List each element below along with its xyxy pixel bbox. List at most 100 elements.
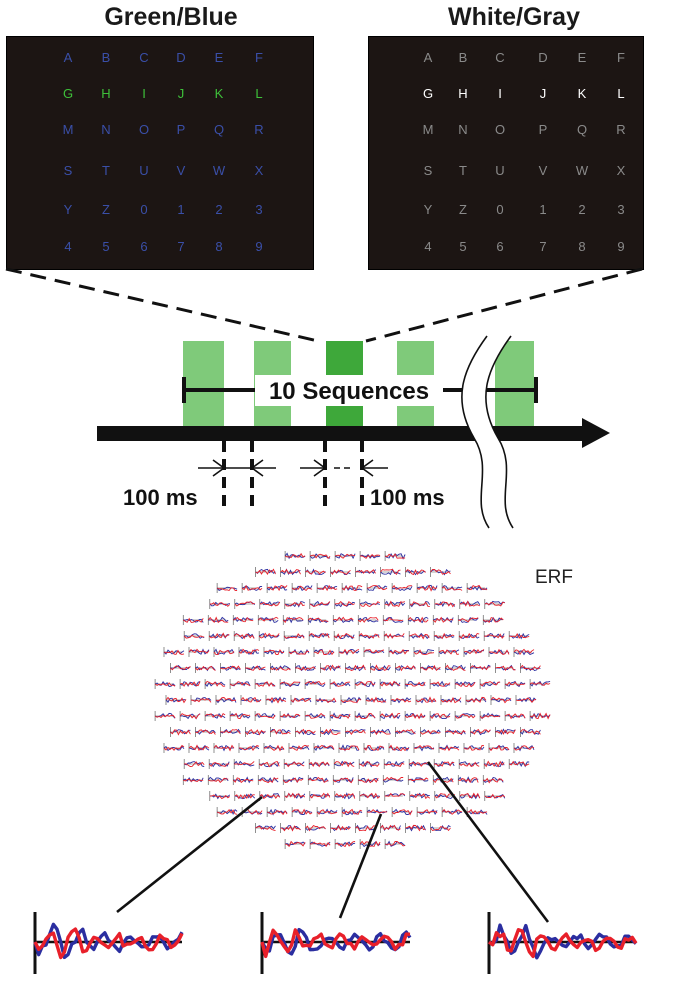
- sensor-trace: [270, 663, 291, 673]
- matrix-cell-z: Z: [459, 202, 467, 217]
- sensor-trace: [240, 695, 262, 705]
- sensor-trace: [330, 823, 351, 833]
- sensor-trace: [233, 759, 255, 769]
- time-axis: [97, 426, 585, 441]
- sensor-trace: [204, 711, 226, 721]
- matrix-cell-6: 6: [496, 239, 504, 254]
- sensor-trace: [457, 775, 479, 785]
- sensor-trace: [329, 679, 351, 689]
- sensor-trace: [154, 711, 176, 721]
- matrix-cell-8: 8: [215, 239, 223, 254]
- matrix-cell-a: A: [423, 50, 433, 65]
- matrix-cell-t: T: [459, 163, 467, 178]
- matrix-cell-o: O: [494, 122, 506, 137]
- matrix-cell-e: E: [214, 50, 224, 65]
- matrix-cell-w: W: [212, 163, 226, 178]
- sensor-trace: [333, 759, 355, 769]
- sensor-trace: [182, 775, 204, 785]
- sensor-trace: [482, 615, 504, 625]
- sensor-trace: [438, 743, 460, 753]
- sensor-trace: [338, 647, 360, 657]
- sensor-trace: [307, 775, 329, 785]
- sensor-trace: [282, 615, 304, 625]
- projection-line-right: [365, 267, 643, 343]
- sensor-trace: [359, 791, 381, 801]
- matrix-cell-r: R: [616, 122, 626, 137]
- matrix-cell-3: 3: [255, 202, 263, 217]
- sensor-trace: [216, 583, 238, 593]
- sensor-trace: [345, 663, 366, 673]
- sensor-trace: [359, 599, 381, 609]
- sensor-trace: [266, 807, 288, 817]
- sensor-trace: [354, 711, 376, 721]
- sensor-trace: [320, 727, 341, 737]
- sensor-trace: [309, 599, 331, 609]
- sensor-trace: [170, 663, 191, 673]
- matrix-cell-l: L: [255, 86, 263, 101]
- matrix-cell-s: S: [423, 163, 433, 178]
- sensor-trace: [284, 791, 306, 801]
- matrix-cell-i: I: [498, 86, 502, 101]
- sensor-trace: [379, 679, 401, 689]
- matrix-cell-d: D: [538, 50, 548, 65]
- sensor-trace: [270, 727, 291, 737]
- interval-arrowhead-left-a: [212, 459, 226, 477]
- matrix-cell-g: G: [422, 86, 434, 101]
- matrix-cell-h: H: [458, 86, 468, 101]
- sensor-trace: [209, 791, 231, 801]
- matrix-cell-j: J: [539, 86, 547, 101]
- sensor-trace: [232, 775, 254, 785]
- matrix-cell-5: 5: [459, 239, 467, 254]
- sensor-trace: [454, 711, 476, 721]
- sensor-trace: [459, 791, 481, 801]
- sensor-trace: [209, 599, 231, 609]
- sensor-trace: [308, 759, 330, 769]
- sensor-trace: [305, 567, 326, 577]
- sensor-trace: [482, 775, 504, 785]
- projection-line-left: [5, 267, 319, 343]
- sensor-trace: [330, 567, 351, 577]
- flash-bar-1: [183, 341, 224, 427]
- matrix-cell-7: 7: [177, 239, 185, 254]
- sensor-trace: [307, 615, 329, 625]
- sensor-trace: [388, 647, 410, 657]
- sensor-trace: [358, 759, 380, 769]
- sensor-trace: [488, 743, 510, 753]
- sensor-trace: [257, 775, 279, 785]
- sensor-trace: [258, 631, 280, 641]
- sensor-trace: [384, 791, 406, 801]
- matrix-cell-v: V: [538, 163, 548, 178]
- interval-label-right: 100 ms: [370, 485, 445, 510]
- matrix-cell-s: S: [63, 163, 73, 178]
- sensor-trace: [165, 695, 187, 705]
- matrix-cell-y: Y: [423, 202, 433, 217]
- sensor-trace: [454, 679, 476, 689]
- sensor-trace: [384, 551, 406, 561]
- sensor-trace: [430, 567, 451, 577]
- sensor-trace: [257, 615, 279, 625]
- sensor-trace: [215, 695, 237, 705]
- sensor-trace: [363, 647, 385, 657]
- green-blue-title: Green/Blue: [104, 3, 238, 31]
- sensor-trace: [409, 791, 431, 801]
- sensor-trace: [357, 775, 379, 785]
- sensor-trace: [245, 663, 266, 673]
- sensor-trace: [490, 695, 512, 705]
- sensor-trace: [466, 807, 488, 817]
- sensor-trace: [438, 647, 460, 657]
- time-axis-arrowhead: [582, 418, 610, 448]
- sensor-trace: [341, 807, 363, 817]
- sensor-trace: [513, 743, 535, 753]
- sensor-trace: [366, 807, 388, 817]
- zoom-trace-red: [487, 928, 638, 959]
- sensor-trace: [395, 663, 416, 673]
- matrix-cell-q: Q: [576, 122, 588, 137]
- matrix-cell-q: Q: [213, 122, 225, 137]
- sensor-trace: [266, 583, 288, 593]
- sensor-trace: [259, 791, 281, 801]
- matrix-cell-n: N: [458, 122, 468, 137]
- sensor-trace: [255, 823, 276, 833]
